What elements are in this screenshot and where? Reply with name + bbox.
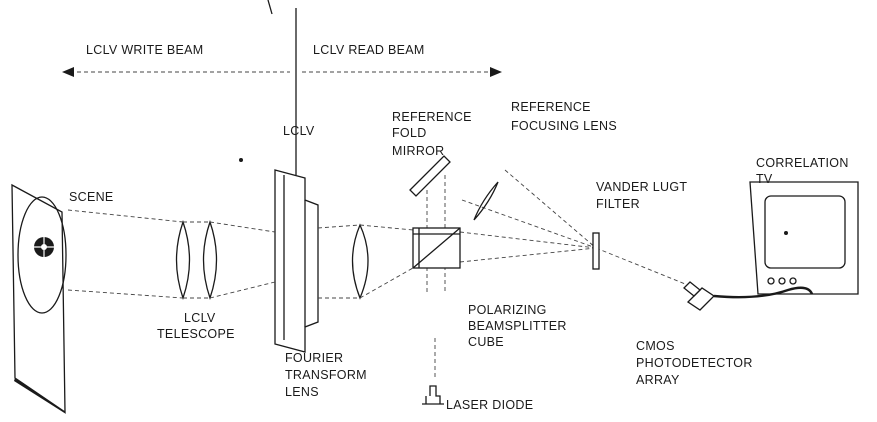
vander-lugt-filter <box>592 232 600 270</box>
fourier-label-2: TRANSFORM <box>285 368 367 382</box>
lclv-divider-line <box>267 0 297 175</box>
corr-label-2: TV <box>756 172 773 186</box>
cmos-label-3: ARRAY <box>636 373 680 387</box>
write-beam-label: LCLV WRITE BEAM <box>86 43 203 57</box>
telescope-label-2: TELESCOPE <box>157 327 235 341</box>
pbs-label-3: CUBE <box>468 335 504 349</box>
ref-fold-label-2: FOLD <box>392 126 427 140</box>
vander-label-2: FILTER <box>596 197 640 211</box>
ref-fold-label-1: REFERENCE <box>392 110 472 124</box>
laser-label: LASER DIODE <box>446 398 533 412</box>
read-beam-arrow <box>302 67 502 77</box>
laser-diode <box>422 385 444 405</box>
fourier-label-1: FOURIER <box>285 351 343 365</box>
reference-fold-mirror <box>409 155 451 197</box>
telescope-label-1: LCLV <box>184 311 216 325</box>
ref-fold-label-3: MIRROR <box>392 144 445 158</box>
cmos-label-2: PHOTODETECTOR <box>636 356 753 370</box>
cmos-photodetector-array <box>683 281 814 311</box>
pbs-label-2: BEAMSPLITTER <box>468 319 567 333</box>
ref-focus-label-1: REFERENCE <box>511 100 591 114</box>
lclv-device <box>274 169 319 353</box>
corr-label-1: CORRELATION <box>756 156 849 170</box>
polarizing-beamsplitter-cube <box>412 227 461 269</box>
correlation-tv <box>749 181 859 295</box>
ref-focus-label-2: FOCUSING LENS <box>511 119 617 133</box>
stray-mark <box>239 158 243 162</box>
pbs-label-1: POLARIZING <box>468 303 547 317</box>
cmos-label-1: CMOS <box>636 339 675 353</box>
scene-panel <box>11 183 67 414</box>
reference-focusing-lens <box>473 181 499 221</box>
fourier-label-3: LENS <box>285 385 319 399</box>
lclv-telescope <box>175 219 218 301</box>
write-beam-arrow <box>62 67 290 77</box>
scene-label: SCENE <box>69 190 114 204</box>
lclv-label: LCLV <box>283 124 315 138</box>
read-beam-label: LCLV READ BEAM <box>313 43 425 57</box>
vander-label-1: VANDER LUGT <box>596 180 687 194</box>
fourier-transform-lens <box>351 223 369 300</box>
